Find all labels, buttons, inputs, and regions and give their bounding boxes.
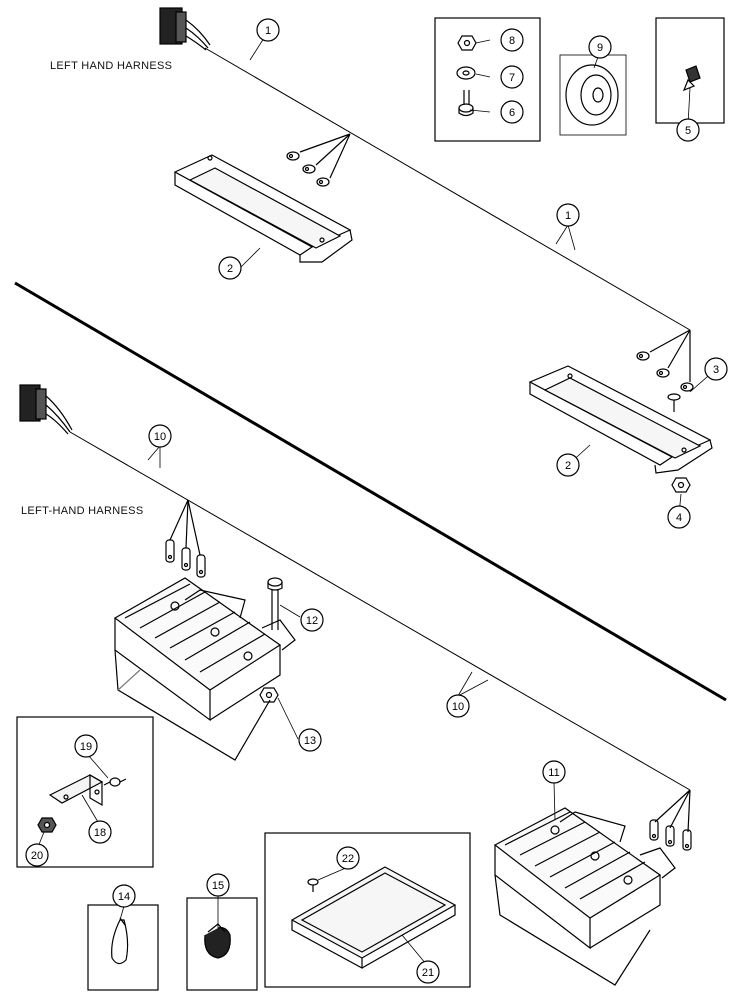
svg-text:11: 11 [548, 767, 559, 779]
bolt-12 [267, 577, 283, 630]
clip-5 [682, 65, 701, 92]
screw-22 [307, 878, 319, 892]
ring-terminals-bottom-left [165, 539, 206, 578]
svg-text:10: 10 [154, 431, 166, 443]
strap-14 [111, 917, 129, 965]
harness-label-top: LEFT HAND HARNESS [50, 60, 173, 72]
nut-13 [259, 687, 279, 703]
svg-text:1: 1 [565, 210, 571, 222]
svg-text:2: 2 [227, 263, 233, 275]
screw-3 [667, 393, 681, 412]
callout-10b: 10 [446, 694, 470, 718]
inset-box-lens [264, 832, 471, 988]
harness-label-bottom: LEFT-HAND HARNESS [21, 505, 144, 517]
callout-18: 18 [88, 820, 112, 844]
ring-terminals-top-left [286, 151, 330, 187]
callout-2b: 2 [556, 453, 580, 477]
svg-text:6: 6 [509, 107, 515, 119]
svg-text:19: 19 [80, 741, 92, 753]
callout-9: 9 [588, 35, 612, 59]
lamp-bracket-upper [173, 154, 353, 263]
callout-14: 14 [112, 884, 136, 908]
svg-text:10: 10 [452, 701, 464, 713]
svg-text:7: 7 [509, 72, 515, 84]
svg-text:9: 9 [597, 42, 603, 54]
clip-15 [204, 923, 231, 959]
nut-8 [457, 35, 477, 51]
nut-20 [37, 817, 57, 833]
svg-text:8: 8 [509, 35, 515, 47]
branch-wires-bottom-left [169, 499, 201, 556]
inset-box-bracket [16, 716, 154, 868]
svg-text:3: 3 [713, 364, 719, 376]
callout-11: 11 [542, 760, 566, 784]
lens-21 [290, 866, 457, 970]
inset-box-hardware [434, 17, 541, 142]
svg-text:2: 2 [565, 460, 571, 472]
leader-lines [37, 37, 717, 965]
callout-8: 8 [500, 28, 524, 52]
svg-text:12: 12 [306, 615, 318, 627]
svg-text:22: 22 [342, 853, 354, 865]
callout-2a: 2 [218, 256, 242, 280]
callout-4: 4 [667, 505, 691, 529]
callout-3: 3 [704, 357, 728, 381]
screw-19 [103, 777, 127, 787]
svg-text:20: 20 [31, 850, 43, 862]
lamp-assembly-left [113, 577, 296, 761]
lamp-assembly-right [493, 807, 676, 986]
svg-text:1: 1 [265, 25, 271, 37]
callout-19: 19 [74, 734, 98, 758]
washer-7 [456, 66, 476, 80]
svg-text:4: 4 [676, 512, 682, 524]
bracket-18 [48, 773, 104, 807]
callout-13: 13 [298, 728, 322, 752]
svg-text:15: 15 [212, 880, 224, 892]
svg-text:13: 13 [304, 735, 316, 747]
callout-20: 20 [25, 843, 49, 867]
callout-5: 5 [676, 118, 700, 142]
grommet-9 [559, 54, 627, 136]
ring-terminals-bottom-right [649, 819, 692, 851]
branch-wires-top-left [299, 133, 351, 179]
callout-6: 6 [500, 100, 524, 124]
callout-12: 12 [300, 608, 324, 632]
svg-text:5: 5 [685, 125, 691, 137]
harness-wire-top [204, 47, 691, 331]
bolt-6 [458, 90, 474, 117]
callout-21: 21 [416, 960, 440, 984]
callout-1b: 1 [556, 203, 580, 227]
harness-connector-bottom [19, 384, 73, 435]
callout-22: 22 [336, 846, 360, 870]
svg-text:21: 21 [422, 967, 434, 979]
callout-15: 15 [206, 873, 230, 897]
lamp-bracket-lower [528, 365, 713, 474]
section-divider [14, 281, 727, 702]
callout-10a: 10 [148, 424, 172, 448]
branch-wires-bottom-right [654, 789, 691, 833]
nut-4 [671, 477, 691, 493]
inset-box-strap [87, 904, 159, 991]
callout-7: 7 [500, 65, 524, 89]
branch-wires-top-right [649, 329, 691, 382]
ring-terminals-top-right [636, 351, 694, 392]
inset-box-clip-15 [186, 897, 258, 991]
harness-wire-bottom [69, 431, 691, 791]
svg-text:14: 14 [118, 891, 130, 903]
harness-connector-top [159, 7, 211, 51]
svg-text:18: 18 [94, 827, 106, 839]
callout-1a: 1 [256, 18, 280, 42]
